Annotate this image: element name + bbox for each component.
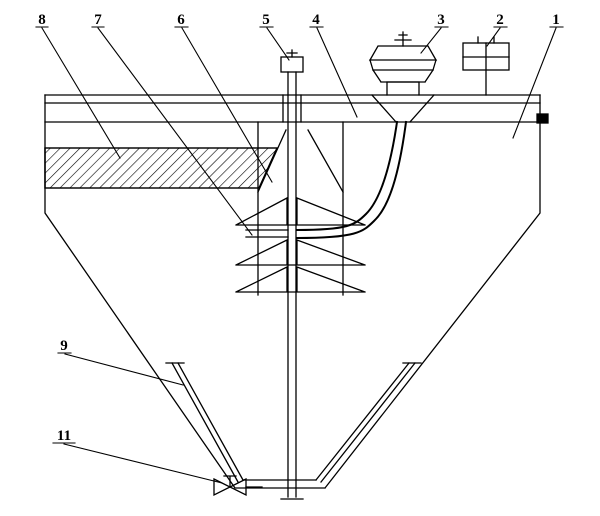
callout-3: 3 bbox=[437, 12, 445, 28]
callout-6: 6 bbox=[177, 12, 185, 28]
feed-pipe bbox=[295, 120, 408, 240]
rake-assembly bbox=[235, 196, 366, 293]
drawing-linework bbox=[35, 26, 564, 500]
center-shaft bbox=[280, 49, 304, 500]
callout-1: 1 bbox=[552, 12, 560, 28]
drive-unit bbox=[368, 31, 438, 123]
inner-cone bbox=[165, 362, 422, 483]
callout-5: 5 bbox=[262, 12, 270, 28]
leader-lines bbox=[35, 26, 564, 484]
feedwell bbox=[257, 121, 344, 296]
discharge-valve bbox=[213, 475, 263, 497]
callout-8: 8 bbox=[38, 12, 46, 28]
callout-11: 11 bbox=[57, 428, 71, 444]
feed-launder-hatch bbox=[44, 147, 279, 189]
callout-7: 7 bbox=[94, 12, 102, 28]
callout-labels: 8 7 6 5 4 3 2 1 9 11 bbox=[38, 12, 560, 444]
callout-9: 9 bbox=[60, 338, 68, 354]
callout-2: 2 bbox=[496, 12, 504, 28]
overflow-fitting bbox=[536, 113, 549, 124]
tank-deck bbox=[44, 94, 541, 123]
feed-box bbox=[462, 36, 510, 96]
tank-shell bbox=[44, 94, 541, 489]
callout-4: 4 bbox=[312, 12, 320, 28]
